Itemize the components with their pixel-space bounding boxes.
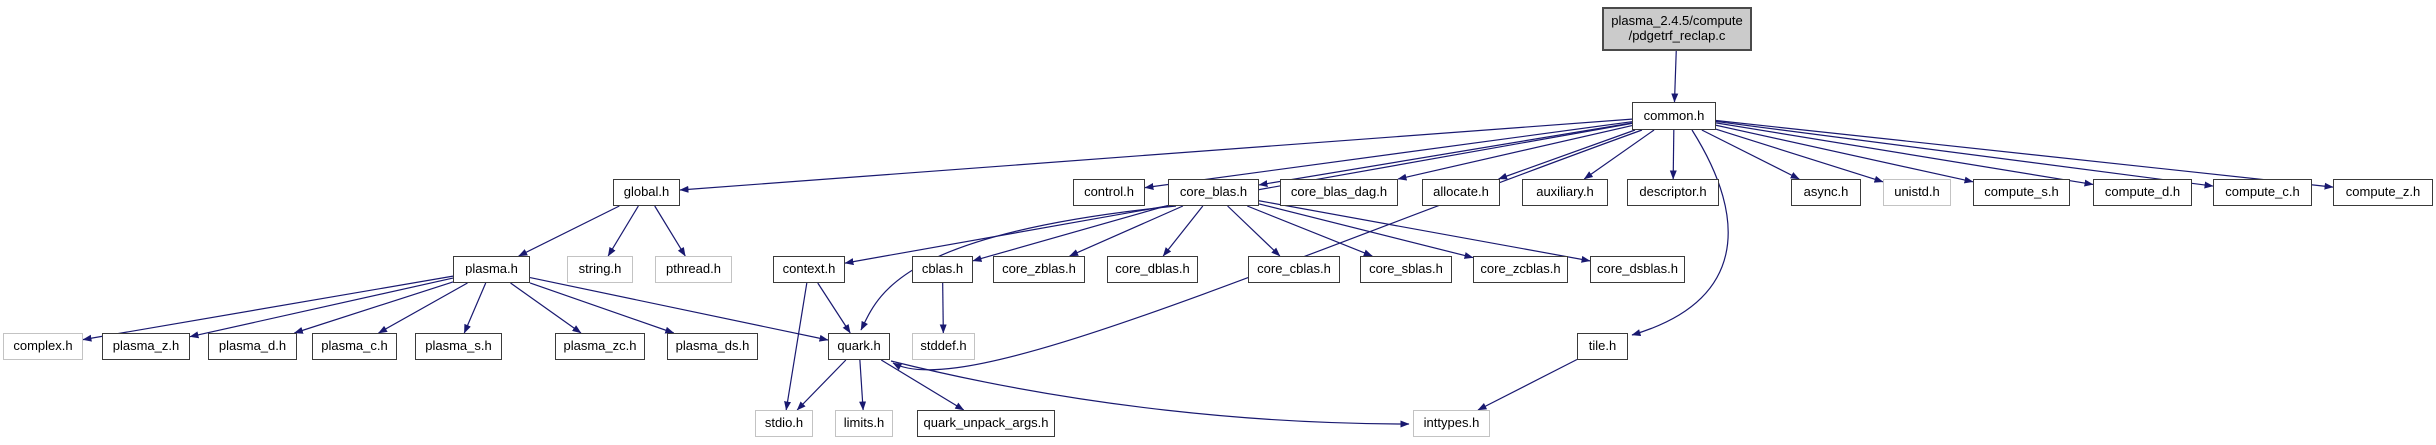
- edge-plasma-h-to-quark-h: [529, 276, 829, 342]
- node-descriptor-h[interactable]: descriptor.h: [1627, 179, 1719, 206]
- edge-tile-h-to-inttypes-h: [1477, 358, 1578, 411]
- node-cblas-h[interactable]: cblas.h: [912, 256, 973, 283]
- edge-common-h-to-core-blas-dag-h: [1397, 125, 1633, 181]
- edge-core-blas-h-to-core-zcblas-h: [1258, 203, 1474, 259]
- edge-common-h-to-async-h: [1701, 129, 1800, 180]
- edge-plasma-h-to-plasma-zc-h: [510, 282, 582, 334]
- node-stdio-h: stdio.h: [755, 410, 813, 437]
- node-plasma-d-h[interactable]: plasma_d.h: [208, 333, 297, 360]
- edge-plasma-h-to-complex-h: [82, 275, 454, 342]
- node-plasma-z-h[interactable]: plasma_z.h: [102, 333, 190, 360]
- node-core-blas-dag-h[interactable]: core_blas_dag.h: [1280, 179, 1398, 206]
- edge-cblas-h-to-stddef-h: [939, 282, 947, 334]
- edge-plasma-h-to-plasma-c-h: [378, 282, 468, 334]
- edge-common-h-to-tile-h: [1631, 129, 1729, 336]
- node-async-h[interactable]: async.h: [1791, 179, 1861, 206]
- edge-quark-h-to-inttypes-h: [890, 360, 1410, 428]
- edge-context-h-to-stdio-h: [784, 282, 808, 411]
- node-global-h[interactable]: global.h: [613, 179, 680, 206]
- edge-quark-h-to-limits-h: [859, 359, 867, 411]
- edge-common-h-to-allocate-h: [1498, 129, 1636, 180]
- edge-common-h-to-descriptor-h: [1669, 129, 1677, 180]
- node-core-zcblas-h[interactable]: core_zcblas.h: [1473, 256, 1568, 283]
- node-core-dblas-h[interactable]: core_dblas.h: [1107, 256, 1198, 283]
- node-control-h[interactable]: control.h: [1073, 179, 1145, 206]
- node-auxiliary-h[interactable]: auxiliary.h: [1522, 179, 1608, 206]
- node-stddef-h: stddef.h: [912, 333, 975, 360]
- node-compute-d-h[interactable]: compute_d.h: [2093, 179, 2192, 206]
- node-complex-h: complex.h: [3, 333, 83, 360]
- node-plasma-ds-h[interactable]: plasma_ds.h: [667, 333, 758, 360]
- edge-common-h-to-compute-c-h: [1715, 120, 2214, 189]
- node-tile-h[interactable]: tile.h: [1577, 333, 1628, 360]
- node-string-h: string.h: [567, 256, 633, 283]
- node-plasma-c-h[interactable]: plasma_c.h: [312, 333, 397, 360]
- node-inttypes-h: inttypes.h: [1413, 410, 1490, 437]
- edge-core-blas-h-to-cblas-h: [972, 204, 1169, 262]
- edge-quark-h-to-quark-unpack-args-h: [880, 359, 965, 411]
- node-quark-h[interactable]: quark.h: [828, 333, 890, 360]
- node-plasma-s-h[interactable]: plasma_s.h: [415, 333, 502, 360]
- edge-plasma-h-to-plasma-s-h: [463, 282, 487, 334]
- edge-common-h-to-auxiliary-h: [1583, 129, 1655, 180]
- edge-common-h-to-global-h: [679, 118, 1633, 193]
- node-compute-s-h[interactable]: compute_s.h: [1973, 179, 2070, 206]
- edge-global-h-to-string-h: [607, 205, 639, 257]
- node-compute-c-h[interactable]: compute_c.h: [2213, 179, 2312, 206]
- edge-common-h-to-unistd-h: [1715, 128, 1884, 183]
- node-allocate-h[interactable]: allocate.h: [1422, 179, 1500, 206]
- node-context-h[interactable]: context.h: [773, 256, 845, 283]
- edge-common-h-to-control-h: [1144, 121, 1633, 190]
- edge-core-blas-h-to-core-cblas-h: [1227, 205, 1281, 257]
- node-core-cblas-h[interactable]: core_cblas.h: [1248, 256, 1340, 283]
- node-quark-unpack-args-h[interactable]: quark_unpack_args.h: [917, 410, 1055, 437]
- edge-core-blas-h-to-core-zblas-h: [1069, 205, 1184, 257]
- edge-global-h-to-pthread-h: [654, 205, 686, 257]
- node-unistd-h: unistd.h: [1883, 179, 1951, 206]
- edge-plasma-h-to-plasma-ds-h: [529, 282, 675, 334]
- edge-common-h-to-compute-s-h: [1715, 124, 1974, 184]
- node-plasma-zc-h[interactable]: plasma_zc.h: [555, 333, 645, 360]
- edge-quark-h-to-stdio-h: [796, 359, 847, 411]
- node-core-blas-h[interactable]: core_blas.h: [1168, 179, 1259, 206]
- node-core-dsblas-h[interactable]: core_dsblas.h: [1590, 256, 1685, 283]
- edge-pdgetrf-reclap-c-to-common-h: [1671, 50, 1679, 103]
- node-common-h[interactable]: common.h: [1632, 102, 1716, 130]
- node-limits-h: limits.h: [835, 410, 893, 437]
- node-core-zblas-h[interactable]: core_zblas.h: [993, 256, 1085, 283]
- edge-core-blas-h-to-core-dblas-h: [1162, 205, 1204, 257]
- edge-common-h-to-compute-d-h: [1715, 122, 2094, 187]
- edge-core-blas-h-to-core-dsblas-h: [1258, 200, 1591, 263]
- node-pdgetrf-reclap-c: plasma_2.4.5/compute /pdgetrf_reclap.c: [1602, 7, 1752, 51]
- edge-common-h-to-core-blas-h: [1258, 122, 1633, 188]
- node-pthread-h: pthread.h: [655, 256, 732, 283]
- edge-core-blas-h-to-core-sblas-h: [1247, 205, 1373, 257]
- node-compute-z-h[interactable]: compute_z.h: [2333, 179, 2433, 206]
- edge-plasma-h-to-plasma-z-h: [189, 277, 454, 339]
- node-core-sblas-h[interactable]: core_sblas.h: [1360, 256, 1452, 283]
- edge-plasma-h-to-plasma-d-h: [293, 281, 454, 334]
- edge-global-h-to-plasma-h: [518, 205, 620, 257]
- node-plasma-h[interactable]: plasma.h: [453, 256, 530, 283]
- edge-context-h-to-quark-h: [817, 282, 851, 334]
- edge-common-h-to-compute-z-h: [1715, 119, 2334, 190]
